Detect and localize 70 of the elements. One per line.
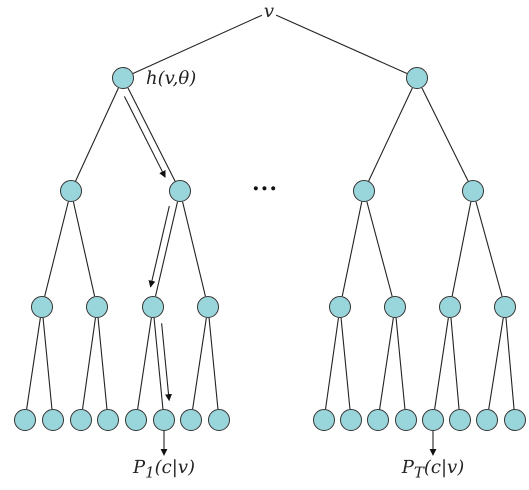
path-arrow [430,431,436,456]
tree-branch-line [340,318,350,410]
tree-branch-line [154,318,164,410]
tree-node-circle [86,296,108,318]
tree-branch-line [182,202,206,296]
tree-branch-line [276,14,408,74]
tree-branch-line [75,88,119,182]
tree-node-circle [494,296,516,318]
tree-node-circle [476,409,498,431]
tree-branch-line [452,202,472,296]
tree-node-circle [153,409,175,431]
tree-branch-line [434,318,449,410]
tree-branch-line [368,88,413,182]
tree-node-circle [70,409,92,431]
tree-node-circle [329,296,351,318]
tree-node-circle [340,409,362,431]
tree-branch-line [137,318,152,410]
tree-node-circle [14,409,36,431]
tree-node-circle [353,180,375,202]
tree-branch-line [325,318,339,410]
tree-node-circle [142,296,164,318]
tree-branch-line [42,318,52,410]
ellipsis: ... [252,172,278,194]
tree-node-circle [422,409,444,431]
math-label: v [262,2,276,22]
path-arrow [124,96,166,178]
path-arrow [160,431,168,456]
tree-branch-line [98,318,108,410]
tree-branch-line [127,88,176,182]
math-label: P$_{1}$(c|v) [130,458,198,482]
tree-branch-line [192,318,207,410]
math-label: P$_{T}$(c|v) [400,458,466,482]
tree-node-circle [125,409,147,431]
tree-node-circle [367,409,389,431]
tree-node-circle [462,180,484,202]
tree-node-circle [31,296,53,318]
tree-branch-line [82,318,96,410]
tree-node-circle [313,409,335,431]
tree-branch-line [475,201,503,297]
tree-node-circle [504,409,526,431]
tree-branch-line [379,318,394,410]
tree-node-circle [169,180,191,202]
tree-node-circle [112,67,134,89]
tree-branch-line [132,14,262,74]
split-function-label: h(v,θ) [146,70,196,88]
tree-node-circle [180,409,202,431]
tree-node-circle [208,409,230,431]
tree-node-circle [449,409,471,431]
tree-branch-line [44,202,69,296]
tree-node-circle [97,409,119,431]
tree-branch-line [208,318,218,410]
tree-node-circle [439,296,461,318]
tree-node-circle [384,296,406,318]
tree-branch-line [488,318,504,410]
path-arrow [148,206,170,288]
tree-branch-line [366,201,393,297]
tree-branch-line [72,202,96,296]
tree-node-circle [406,67,428,89]
path-arrow [161,323,172,402]
tree-branch-line [342,202,362,296]
tree-branch-line [421,88,469,182]
tree-node-circle [42,409,64,431]
tree-node-circle [395,409,417,431]
tree-branch-line [26,318,41,410]
tree-node-circle [60,180,82,202]
tree-node-circle [197,296,219,318]
tree-branch-line [505,318,515,410]
tree-branch-line [154,202,178,296]
tree-branch-line [396,318,406,410]
tree-branch-line [450,318,460,410]
